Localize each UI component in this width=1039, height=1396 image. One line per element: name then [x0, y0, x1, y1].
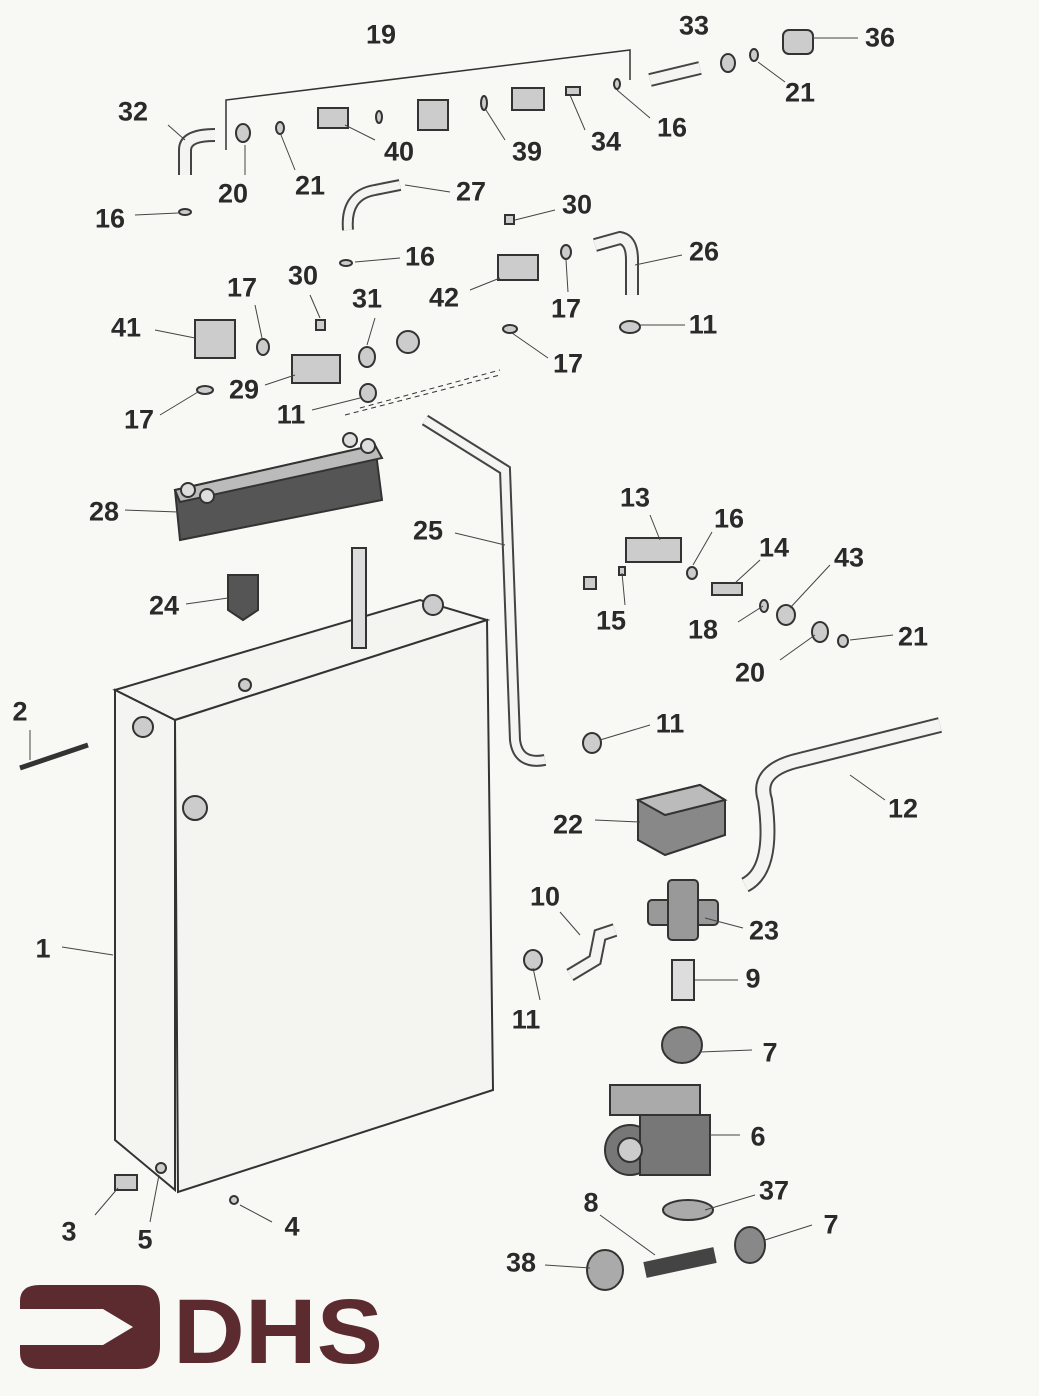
part-label: 40: [383, 136, 415, 167]
part-label: 6: [750, 1121, 766, 1152]
part-label: 34: [590, 126, 622, 157]
part-label: 24: [148, 590, 180, 621]
part-label: 3: [61, 1216, 77, 1247]
part-label: 43: [833, 542, 865, 573]
part-label: 25: [412, 515, 444, 546]
part-label: 23: [748, 915, 780, 946]
part-label: 33: [678, 10, 710, 41]
part-label: 16: [404, 241, 436, 272]
ring-37: [662, 1199, 714, 1221]
part-label: 11: [688, 309, 718, 340]
part-label: 19: [365, 19, 397, 50]
part-label: 2: [12, 696, 28, 727]
part-label: 7: [762, 1037, 778, 1068]
part-label: 22: [552, 809, 584, 840]
part-label: 21: [784, 77, 816, 108]
svg-text:DHS: DHS: [173, 1283, 383, 1373]
part-label: 10: [529, 881, 561, 912]
valve-actuator: [635, 783, 728, 857]
pipe-8: [643, 1247, 717, 1278]
part-label: 39: [511, 136, 543, 167]
part-label: 30: [561, 189, 593, 220]
part-label: 20: [734, 657, 766, 688]
dhs-logo: DHS: [20, 1283, 383, 1373]
part-label: 21: [294, 170, 326, 201]
part-label: 11: [511, 1004, 541, 1035]
part-label: 17: [550, 293, 582, 324]
part-label: 17: [226, 272, 258, 303]
bolt-2: [19, 742, 89, 771]
part-label: 38: [505, 1247, 537, 1278]
nut-7-upper: [661, 1026, 703, 1064]
cap-38: [586, 1249, 624, 1291]
part-label: 9: [745, 963, 761, 994]
part-label: 41: [110, 312, 142, 343]
part-label: 17: [123, 404, 155, 435]
diverter-valve: [647, 879, 719, 941]
part-label: 26: [688, 236, 720, 267]
part-label: 32: [117, 96, 149, 127]
part-label: 20: [217, 178, 249, 209]
circulation-pump: [604, 1084, 711, 1176]
part-label: 4: [284, 1211, 300, 1242]
arrow-logo-icon: [20, 1285, 160, 1369]
part-label: 13: [619, 482, 651, 513]
leader-lines: [29, 37, 894, 1269]
part-label: 42: [428, 282, 460, 313]
heat-exchanger: [173, 432, 384, 542]
part-label: 1: [35, 933, 51, 964]
part-label: 36: [864, 22, 896, 53]
tank-body: [112, 547, 495, 1194]
nut-7-lower: [734, 1226, 766, 1264]
part-label: 31: [351, 283, 383, 314]
part-label: 12: [887, 793, 919, 824]
part-label: 30: [287, 260, 319, 291]
part-label: 37: [758, 1175, 790, 1206]
air-vent-24: [227, 574, 259, 622]
group-bracket-19: [225, 49, 631, 150]
part-label: 18: [687, 614, 719, 645]
part-label: 28: [88, 496, 120, 527]
part-label: 7: [823, 1209, 839, 1240]
part-label: 5: [137, 1224, 153, 1255]
part-label: 15: [595, 605, 627, 636]
part-label: 29: [228, 374, 260, 405]
part-label: 14: [758, 532, 790, 563]
part-label: 11: [276, 399, 306, 430]
part-label: 16: [713, 503, 745, 534]
part-label: 16: [94, 203, 126, 234]
part-label: 27: [455, 176, 487, 207]
part-label: 11: [655, 708, 685, 739]
tube-9: [671, 959, 695, 1001]
part-label: 21: [897, 621, 929, 652]
dashed-connection: [344, 369, 501, 416]
part-label: 17: [552, 348, 584, 379]
part-label: 8: [583, 1187, 599, 1218]
part-label: 16: [656, 112, 688, 143]
